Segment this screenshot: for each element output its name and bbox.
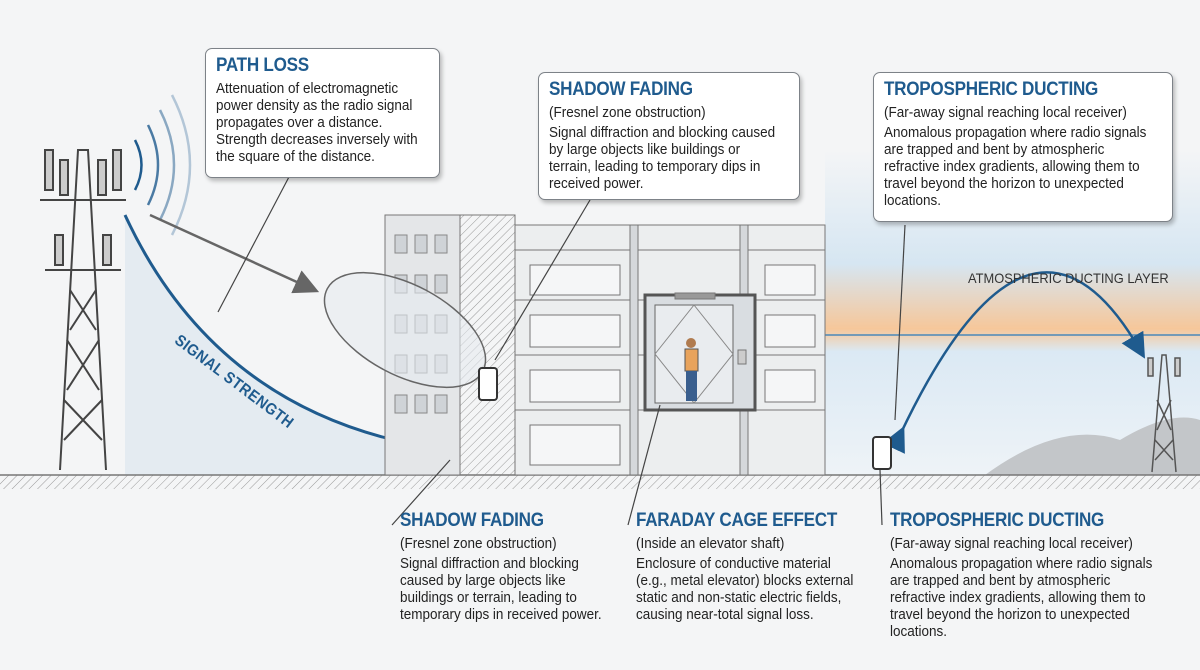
phone-icon [478,367,498,401]
radio-waves-icon [133,94,192,236]
cell-tower-icon [40,149,126,471]
callout-subtitle: (Fresnel zone obstruction) [549,105,706,121]
tropospheric-ducting-caption: TROPOSPHERIC DUCTING (Far-away signal re… [890,510,1153,640]
ducting-arc [882,271,1146,454]
callout-title: PATH LOSS [216,55,309,76]
tropospheric-ducting-callout: TROPOSPHERIC DUCTING (Far-away signal re… [873,72,1173,222]
path-arrow [149,213,320,294]
person-icon [684,338,699,401]
distant-tower-icon [1147,354,1181,473]
callout-title: TROPOSPHERIC DUCTING [884,79,1099,100]
ground [0,475,1200,489]
leader-lines [217,174,906,526]
shadow-fading-callout: SHADOW FADING (Fresnel zone obstruction)… [538,72,800,200]
faraday-cage-caption: FARADAY CAGE EFFECT (Inside an elevator … [636,510,854,623]
callout-title: SHADOW FADING [549,79,693,100]
path-loss-callout: PATH LOSS Attenuation of electromagnetic… [205,48,440,178]
phone-icon [872,436,892,470]
callout-subtitle: (Far-away signal reaching local receiver… [884,105,1127,121]
callout-body: Anomalous propagation where radio signal… [884,125,1147,209]
shadow-fading-caption: SHADOW FADING (Fresnel zone obstruction)… [400,510,602,623]
elevator-building [514,224,826,476]
ducting-layer-label: ATMOSPHERIC DUCTING LAYER [968,270,1169,286]
signal-area [125,215,450,475]
office-building [384,214,516,476]
